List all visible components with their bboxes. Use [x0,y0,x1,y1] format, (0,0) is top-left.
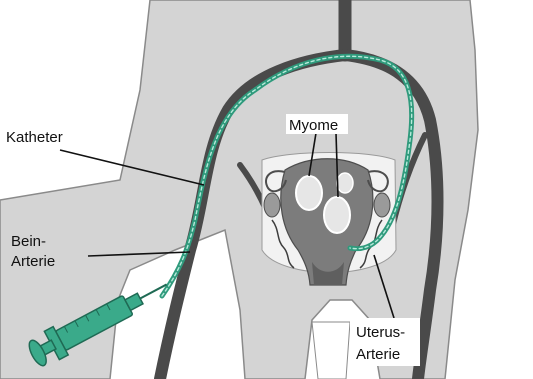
ovary-left [264,193,280,217]
uterus [262,153,396,286]
label-myome: Myome [289,117,338,134]
label-bein-line2: Arterie [11,253,55,270]
leg-gap [312,322,350,379]
myoma-1 [296,176,322,210]
myoma-2 [324,197,350,233]
label-bein-line1: Bein- [11,233,46,250]
label-katheter: Katheter [6,129,63,146]
myoma-3 [337,173,353,193]
ovary-right [374,193,390,217]
label-uterus-line1: Uterus- [356,324,405,341]
label-uterus-line2: Arterie [356,346,400,363]
